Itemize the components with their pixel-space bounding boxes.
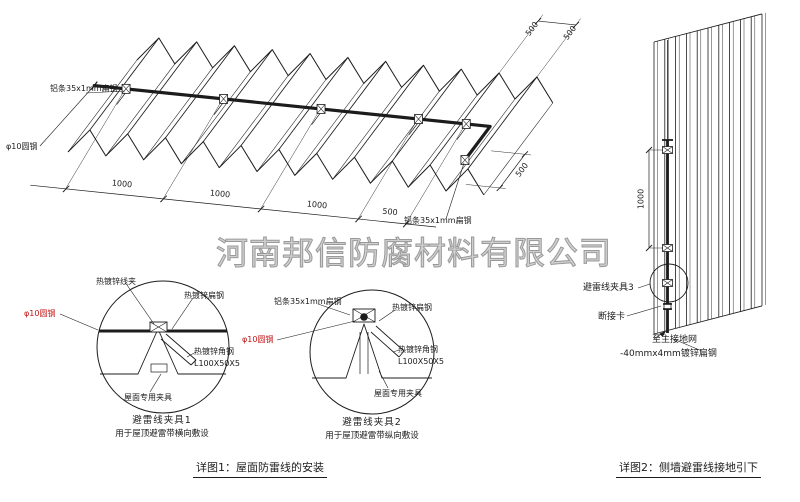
detail2-title: 避雷线夹具2	[342, 417, 402, 428]
wall-dim-label: 1000	[636, 188, 646, 210]
caption-detail2: 详图2：侧墙避雷线接地引下	[616, 459, 761, 478]
dim-label-span4: 500	[381, 206, 399, 218]
leader-lines	[39, 87, 703, 393]
detail1-drawing	[96, 280, 230, 414]
label-round-steel-main: φ10圆钢	[6, 142, 38, 151]
label-d1-flat: 热镀锌扁钢	[184, 291, 224, 300]
label-d1-angle-size: L100X50X5	[194, 359, 240, 368]
dim-label-span2: 1000	[209, 188, 231, 200]
label-d2-round-steel: φ10圆钢	[242, 335, 274, 344]
detail2-drawing	[309, 289, 435, 415]
label-d2-flat: 热镀锌扁钢	[392, 303, 432, 312]
label-alu-strip-top: 铝条35x1mm扁钢	[50, 84, 118, 93]
dimension-lines	[30, 14, 581, 228]
caption-detail1: 详图1：屋面防雷线的安装	[193, 459, 327, 478]
label-d1-clamp: 热镀锌线夹	[96, 277, 136, 286]
label-d1-angle: 热镀锌角钢	[194, 347, 234, 356]
label-d2-angle: 热镀锌角钢	[398, 345, 438, 354]
detail1-title: 避雷线夹具1	[132, 415, 192, 426]
label-wall-clamp3: 避雷线夹具3	[583, 283, 634, 293]
dim-label-span3: 1000	[306, 199, 328, 211]
label-alu-strip-right: 铝条35x1mm扁钢	[404, 216, 472, 225]
label-d2-fixture: 屋面专用夹具	[374, 389, 422, 398]
detail2-subtitle: 用于屋顶避雷带纵向敷设	[325, 431, 419, 441]
label-wall-to-ground: 至主接地网	[652, 335, 698, 345]
label-d1-round-steel: φ10圆钢	[24, 309, 56, 318]
label-d2-strip: 铝条35x1mm扁钢	[274, 297, 342, 306]
detail1-subtitle: 用于屋顶避雷带横向敷设	[115, 429, 209, 439]
label-d2-angle-size: L100X50X5	[398, 357, 444, 366]
company-watermark: 河南邦信防腐材料有限公司	[215, 234, 613, 273]
dim-label-span1: 1000	[111, 178, 133, 190]
lightning-wire	[90, 81, 492, 165]
label-wall-disconnect: 断接卡	[598, 312, 626, 322]
label-d1-fixture: 屋面专用夹具	[124, 393, 172, 402]
label-wall-flat-steel: -40mmx4mm镀锌扁钢	[620, 349, 717, 359]
roof-sheet	[67, 37, 554, 196]
wall-view	[645, 12, 766, 335]
